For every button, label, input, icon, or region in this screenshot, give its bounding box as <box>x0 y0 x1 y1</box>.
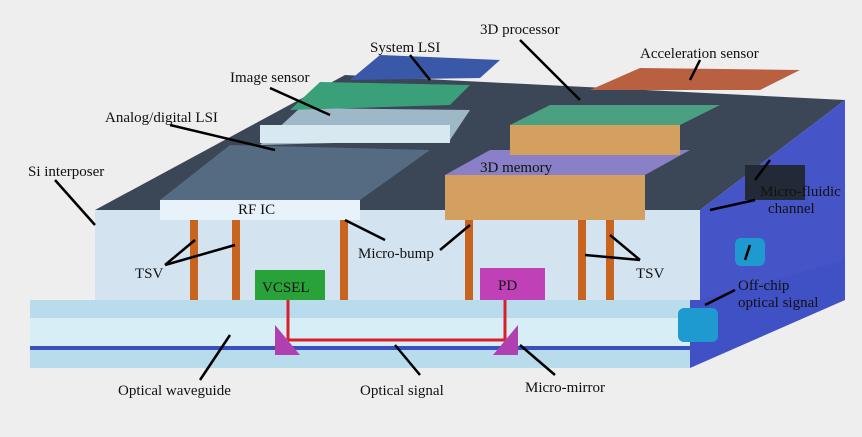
label-micro-bump: Micro-bump <box>358 246 434 262</box>
label-tsv-right: TSV <box>636 266 665 282</box>
label-micro-mirror: Micro-mirror <box>525 380 605 396</box>
rf-ic-chip <box>160 145 430 220</box>
micro-fluidic-channel <box>745 165 805 200</box>
leader-lines <box>54 39 771 381</box>
label-analog-digital-lsi: Analog/digital LSI <box>105 110 218 126</box>
system-lsi-chip <box>350 55 500 80</box>
3d-processor-chip <box>510 105 720 155</box>
label-off-chip-2: optical signal <box>738 295 818 311</box>
micro-mirror <box>493 325 518 355</box>
pd-chip <box>480 268 545 300</box>
micro-mirror <box>275 325 300 355</box>
label-si-interposer: Si interposer <box>28 164 104 180</box>
image-sensor-chip <box>290 82 470 110</box>
label-system-lsi: System LSI <box>370 40 440 56</box>
3d-memory-chip <box>445 150 690 220</box>
label-micro-fluidic-2: channel <box>768 201 815 217</box>
analog-digital-lsi-chip <box>260 108 470 145</box>
label-tsv-left: TSV <box>135 266 164 282</box>
off-chip-connector <box>678 308 718 342</box>
label-rf-ic: RF IC <box>238 202 275 218</box>
label-acceleration-sensor: Acceleration sensor <box>640 46 759 62</box>
vcsel-chip <box>255 270 325 300</box>
label-3d-processor: 3D processor <box>480 22 560 38</box>
label-3d-memory: 3D memory <box>480 160 553 176</box>
acceleration-sensor-chip <box>590 68 800 90</box>
label-optical-signal: Optical signal <box>360 383 444 399</box>
label-image-sensor: Image sensor <box>230 70 310 86</box>
label-off-chip-1: Off-chip <box>738 278 789 294</box>
label-optical-waveguide: Optical waveguide <box>118 383 231 399</box>
off-chip-connector <box>735 238 765 266</box>
label-micro-fluidic-1: Micro-fluidic <box>760 184 841 200</box>
optical-signal-path <box>286 300 507 342</box>
label-pd: PD <box>498 278 517 294</box>
optical-waveguide-board <box>30 250 845 368</box>
label-vcsel: VCSEL <box>262 280 310 296</box>
